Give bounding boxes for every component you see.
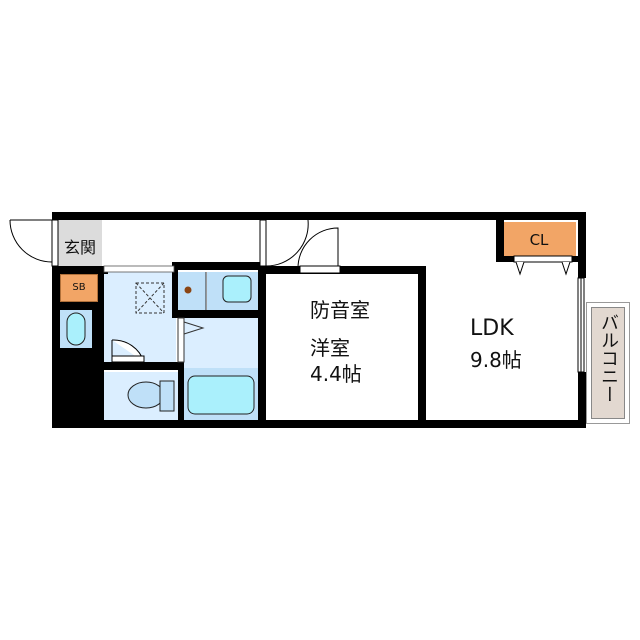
wall-top [52, 212, 586, 220]
wall-wet-divider [172, 266, 178, 312]
wall-room-top [258, 266, 426, 274]
entrance-floor [58, 220, 102, 266]
ldk-size: 9.8帖 [470, 348, 522, 372]
wall-basin-right [92, 310, 104, 350]
wall-bottom [52, 420, 586, 428]
wall-toilet-top [104, 362, 184, 370]
closet-label: CL [529, 231, 549, 249]
wall-sb-bottom [52, 302, 104, 310]
balcony: バルコニー [586, 302, 630, 424]
soundproof-label: 防音室 [310, 298, 370, 322]
ldk-room: LDK 9.8帖 [426, 262, 578, 420]
entrance-label: 玄関 [63, 238, 96, 257]
wall-toilet-right [178, 362, 184, 424]
western-room-label: 洋室 [310, 336, 350, 360]
shoebox-label: SB [72, 282, 86, 293]
wall-room-right [418, 266, 426, 426]
wall-closet-left [496, 212, 504, 262]
closet: CL [502, 222, 576, 258]
soundproof-room: 防音室 洋室 4.4帖 [266, 274, 418, 420]
wall-sb-right [98, 266, 104, 310]
balcony-label: バルコニー [598, 313, 619, 403]
wall-closet-bottom [496, 256, 514, 262]
corridor-floor [102, 220, 260, 266]
shoebox: SB [60, 274, 98, 302]
ldk-label: LDK [470, 316, 514, 341]
wall-entrance-bottom [52, 266, 108, 274]
western-room-size: 4.4帖 [310, 362, 362, 386]
wall-left [52, 266, 60, 426]
wall-room-left [258, 266, 266, 426]
wall-closet-bottom-right [572, 256, 586, 262]
wall-laundry-bottom [172, 310, 262, 318]
wall-right-top [578, 212, 586, 278]
wall-solid-block [52, 348, 104, 428]
wall-corridor-bottom [172, 262, 266, 270]
laundry-area [176, 272, 206, 312]
wall-right-bottom [578, 372, 586, 428]
